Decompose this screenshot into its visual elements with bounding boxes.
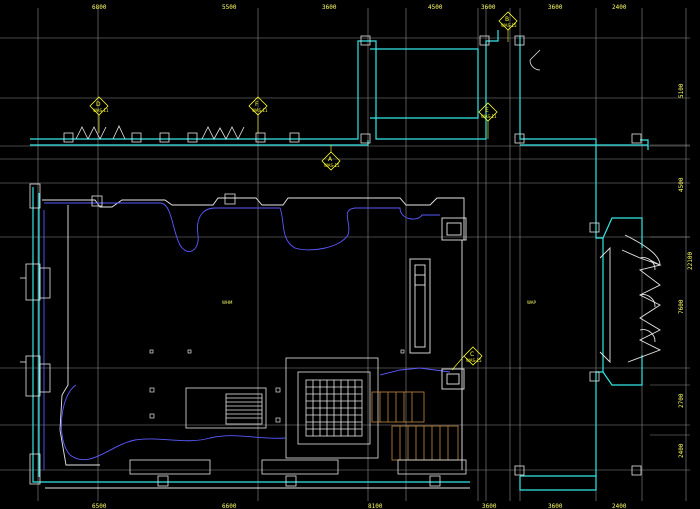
marker-ref: WAS-11 [252,108,268,113]
top-dimension-labels: 6800 5500 3600 4500 3600 3600 2400 [92,4,627,11]
bay-window [599,234,662,364]
top-dim-5: 3600 [481,4,496,11]
right-dim-6: 2400 [678,443,685,458]
marker-leaders [98,30,509,371]
bottom-dimension-labels: 6500 6600 8100 3600 3600 2400 [92,503,627,509]
marker-letter: D [96,101,101,108]
marker-ref: WAS-11 [481,114,497,119]
marker-ref: WAS-15 [466,358,482,363]
top-dim-3: 3600 [322,4,337,11]
bottom-dim-6: 2400 [612,503,627,509]
site-boundary [42,197,470,489]
right-dim-5: 2700 [678,393,685,408]
planting-beds [43,202,451,470]
marker-letter: F [255,101,259,108]
top-dim-6: 3600 [548,4,563,11]
marker-ref: WAS-15 [324,163,340,168]
right-dim-4: 7600 [678,299,685,314]
room-label-main: WHM [222,300,233,305]
marker-letter: E [485,107,489,114]
bottom-dim-1: 6500 [92,503,107,509]
top-dim-4: 4500 [428,4,443,11]
section-marker-c[interactable]: C WAS-15 [463,346,483,366]
right-dim-2: 4500 [678,177,685,192]
door-swings [75,49,541,140]
pavilion [185,357,379,459]
right-dim-1: 5100 [678,83,685,98]
marker-diamond [321,151,341,171]
section-marker-a[interactable]: A WAS-15 [321,151,341,171]
bottom-dim-2: 6600 [222,503,237,509]
marker-ref: WAS-11 [93,108,109,113]
marker-letter: A [328,156,333,163]
top-dim-1: 6800 [92,4,107,11]
building-walls [30,30,649,491]
marker-ref: WAS-15 [501,23,517,28]
water-feature [409,217,467,390]
right-dimension-labels: 5100 4500 22100 7600 2700 2400 [678,83,694,458]
right-dim-3: 22100 [687,252,694,270]
marker-diamond [463,346,483,366]
left-wall-features [20,183,51,485]
right-dimension-lines [650,8,690,501]
small-markers [149,349,405,423]
bottom-dim-4: 3600 [482,503,497,509]
top-columns [63,35,642,476]
marker-letter: C [470,351,474,358]
marker-letter: B [505,16,509,23]
bottom-dim-5: 3600 [548,503,563,509]
top-dim-7: 2400 [612,4,627,11]
room-label-side: WAP [527,300,536,305]
bottom-wall-features [129,459,467,487]
top-dim-2: 5500 [222,4,237,11]
bottom-dim-3: 8100 [368,503,383,509]
